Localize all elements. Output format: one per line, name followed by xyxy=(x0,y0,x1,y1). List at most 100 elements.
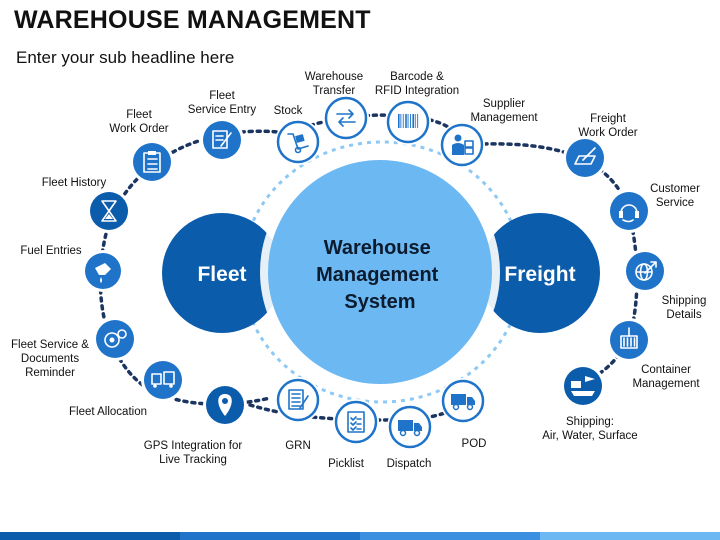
label-line: POD xyxy=(462,438,487,450)
page-title: WAREHOUSE MANAGEMENT xyxy=(14,6,371,34)
hand-truck-icon xyxy=(287,133,309,154)
feature-nodes xyxy=(82,95,667,450)
label-line: Documents xyxy=(21,353,79,365)
freight-hub-label: Freight xyxy=(504,263,575,286)
label-line: Service Entry xyxy=(188,104,257,116)
freight-hub xyxy=(480,213,600,333)
label-line: Container xyxy=(641,364,691,376)
node-shipping-modes xyxy=(561,364,605,408)
label-fleet-history: Fleet History xyxy=(42,177,107,189)
label-line: Fleet History xyxy=(42,177,107,189)
map-pin-icon xyxy=(218,394,232,416)
node-circle xyxy=(276,378,320,422)
node-fleet-service-documents-reminder xyxy=(93,317,137,361)
signing-pen-icon xyxy=(574,147,596,165)
node-circle xyxy=(564,367,602,405)
delivery-truck-icon xyxy=(398,420,422,437)
label-line: RFID Integration xyxy=(375,85,459,97)
label-line: Dispatch xyxy=(387,458,432,470)
checklist-icon xyxy=(347,411,365,433)
label-line: Work Order xyxy=(578,127,637,139)
node-gps-integration xyxy=(203,383,247,427)
node-shipping-details xyxy=(623,249,667,293)
node-grn xyxy=(275,377,321,423)
label-line: Fleet xyxy=(126,109,152,121)
node-customer-service xyxy=(607,189,651,233)
node-fleet-history xyxy=(87,189,131,233)
label-line: Stock xyxy=(274,105,303,117)
node-fuel-entries xyxy=(82,250,124,292)
label-barcode-rfid: Barcode & RFID Integration xyxy=(375,71,459,97)
worker-boxes-icon xyxy=(452,134,474,155)
node-container-management xyxy=(607,318,651,362)
label-fleet-allocation: Fleet Allocation xyxy=(69,406,147,418)
node-circle xyxy=(133,143,171,181)
node-pod xyxy=(440,378,486,424)
label-line: Transfer xyxy=(313,85,356,97)
headset-icon xyxy=(619,204,639,223)
node-freight-work-order xyxy=(563,136,607,180)
clipboard-checklist-icon xyxy=(143,151,161,173)
label-line: Fuel Entries xyxy=(20,245,82,257)
label-line: Barcode & xyxy=(390,71,444,83)
label-line: Shipping xyxy=(662,295,707,307)
pen-notepad-icon xyxy=(212,130,232,149)
label-stock: Stock xyxy=(274,105,303,117)
label-line: Details xyxy=(666,309,701,321)
plane-ship-truck-icon xyxy=(571,376,595,396)
label-line: Picklist xyxy=(328,458,365,470)
container-crane-icon xyxy=(620,327,638,349)
node-fleet-work-order xyxy=(130,140,174,184)
fuel-nozzle-icon xyxy=(95,263,111,283)
label-line: GPS Integration for xyxy=(144,440,243,452)
page-subtitle: Enter your sub headline here xyxy=(16,48,235,67)
barcode-icon xyxy=(398,114,419,128)
node-circle xyxy=(96,320,134,358)
globe-arrow-icon xyxy=(635,261,657,281)
label-line: Warehouse xyxy=(305,71,363,83)
label-line: GRN xyxy=(285,440,311,452)
label-line: Reminder xyxy=(25,367,75,379)
document-pen-icon xyxy=(288,389,309,410)
wms-center-line-3: System xyxy=(344,291,415,313)
gears-icon xyxy=(104,329,127,348)
node-circle xyxy=(144,361,182,399)
right-outer-dotted-arc xyxy=(458,142,639,387)
vehicles-icon xyxy=(151,371,175,388)
wms-center-line-1: Warehouse xyxy=(324,237,431,259)
hourglass-icon xyxy=(101,200,117,222)
label-line: Air, Water, Surface xyxy=(542,430,637,442)
label-dispatch: Dispatch xyxy=(387,458,432,470)
label-line: Shipping: xyxy=(566,416,614,428)
label-line: Management xyxy=(470,112,538,124)
label-line: Management xyxy=(632,378,700,390)
node-circle xyxy=(626,252,664,290)
label-grn: GRN xyxy=(285,440,311,452)
wms-center-line-2: Management xyxy=(316,264,439,286)
label-line: Live Tracking xyxy=(159,454,227,466)
fleet-hub xyxy=(162,213,282,333)
label-fuel-entries: Fuel Entries xyxy=(20,245,82,257)
label-line: Fleet Allocation xyxy=(69,406,147,418)
node-fleet-service-entry xyxy=(200,118,244,162)
wms-center xyxy=(268,160,492,384)
node-supplier-management xyxy=(439,122,485,168)
node-circle xyxy=(610,192,648,230)
label-line: Work Order xyxy=(109,123,168,135)
label-line: Fleet xyxy=(209,90,235,102)
label-line: Fleet Service & xyxy=(11,339,89,351)
node-stock xyxy=(275,119,321,165)
transfer-arrows-icon xyxy=(336,109,356,127)
label-line: Freight xyxy=(590,113,627,125)
node-circle xyxy=(610,321,648,359)
label-line: Customer xyxy=(650,183,700,195)
label-shipping-modes: Shipping: Air, Water, Surface xyxy=(542,416,637,442)
label-picklist: Picklist xyxy=(328,458,365,470)
